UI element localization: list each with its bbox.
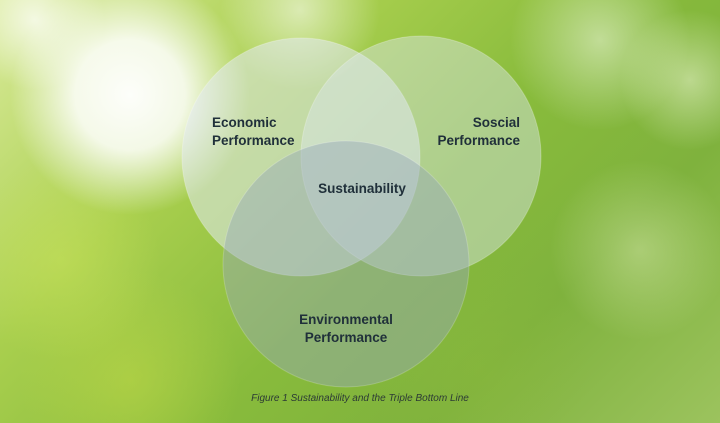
sustainability-label: Sustainability bbox=[318, 181, 406, 196]
social-label-line-1: Soscial bbox=[472, 115, 520, 130]
economic-label-line-1: Economic bbox=[212, 115, 277, 130]
environmental-label-line-1: Environmental bbox=[299, 312, 393, 327]
social-label-line-2: Performance bbox=[437, 133, 520, 148]
figure-caption: Figure 1 Sustainability and the Triple B… bbox=[251, 393, 469, 404]
social-performance-circle bbox=[300, 35, 542, 277]
economic-performance-circle bbox=[181, 37, 421, 277]
social-performance-label: Soscial Performance bbox=[420, 114, 520, 150]
environmental-performance-circle bbox=[222, 140, 470, 388]
environmental-label-line-2: Performance bbox=[304, 330, 388, 345]
economic-performance-label: Economic Performance bbox=[212, 114, 295, 150]
environmental-performance-label: Environmental Performance bbox=[286, 311, 406, 347]
economic-label-line-2: Performance bbox=[212, 133, 295, 148]
